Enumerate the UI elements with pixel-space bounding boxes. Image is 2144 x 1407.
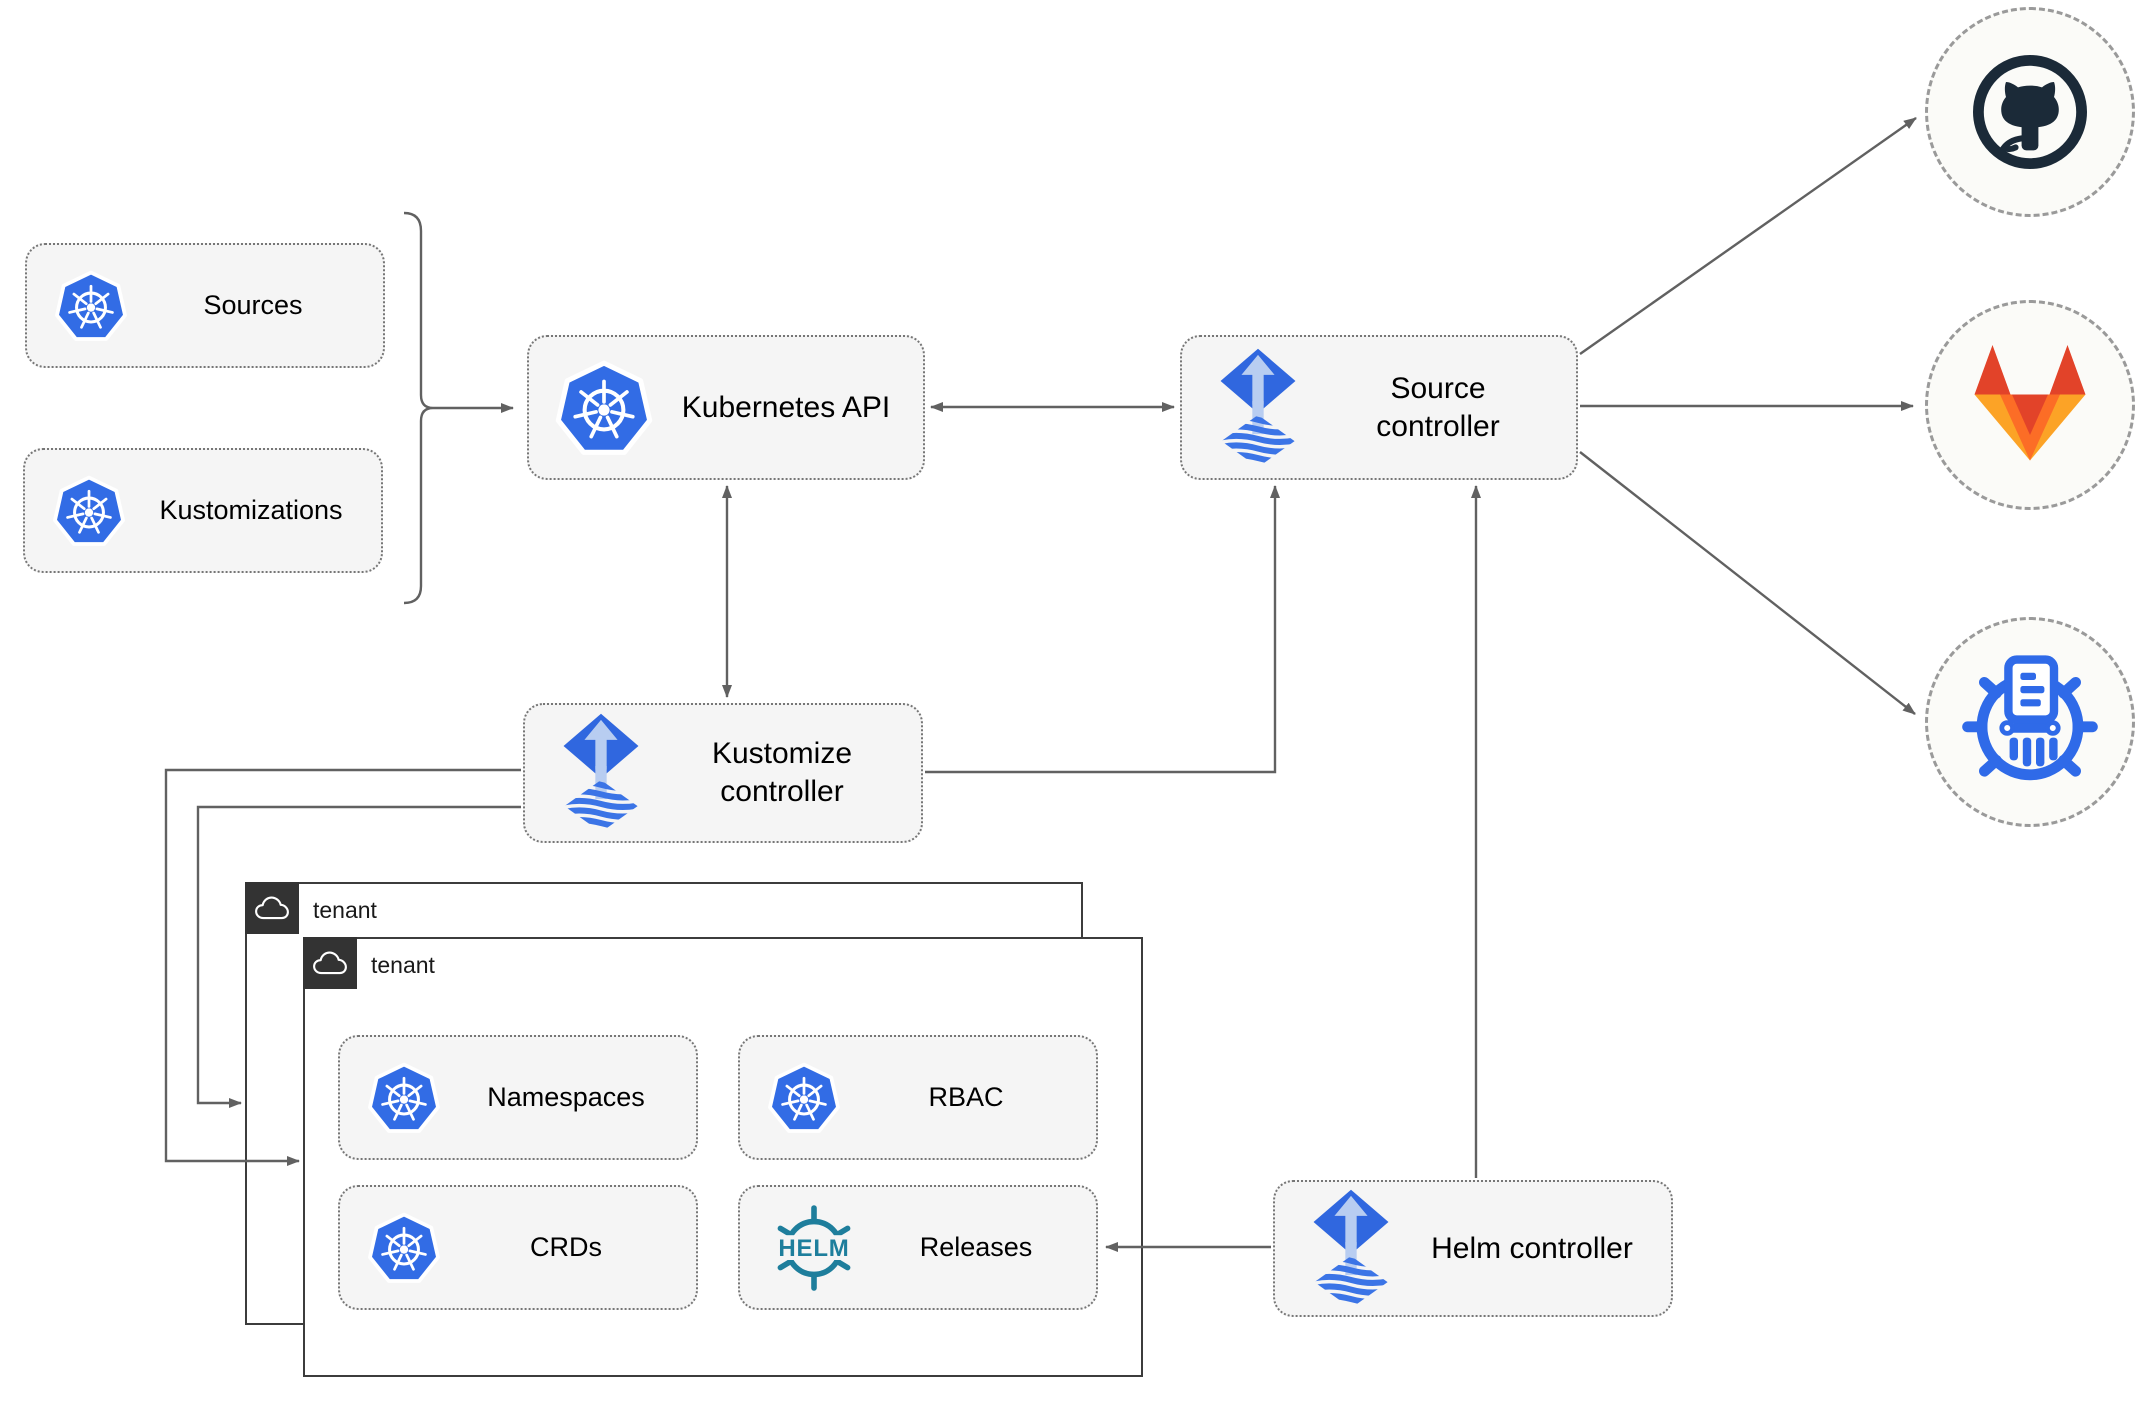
kubernetes-api-box: Kubernetes API <box>527 335 925 480</box>
kubernetes-icon <box>51 473 127 549</box>
node-label: Kubernetes API <box>681 390 891 424</box>
node-label: CRDs <box>530 1232 602 1262</box>
kustomize-controller-box: Kustomize controller <box>523 703 923 843</box>
source-controller-box: Source controller <box>1180 335 1578 480</box>
node-label: Sources <box>203 290 303 320</box>
sources-box: Sources <box>25 243 385 368</box>
kubernetes-icon <box>366 1060 442 1136</box>
rbac-box: RBAC <box>738 1035 1098 1160</box>
edge-source-controller-to-helm-repository <box>1579 451 1916 715</box>
kubernetes-icon <box>553 357 655 459</box>
node-label: Helm controller <box>1431 1231 1633 1265</box>
flux-icon <box>553 712 649 834</box>
gitlab-endpoint <box>1925 300 2135 510</box>
node-label: RBAC <box>928 1082 1004 1112</box>
node-label: Releases <box>919 1232 1033 1262</box>
cloud-icon <box>254 893 290 923</box>
github-octocat-icon <box>1973 55 2087 169</box>
cloud-badge <box>303 937 357 989</box>
helm-controller-box: Helm controller <box>1273 1180 1673 1317</box>
node-label: Namespaces <box>487 1082 645 1112</box>
crds-box: CRDs <box>338 1185 698 1310</box>
helm-repository-endpoint <box>1925 617 2135 827</box>
gitlab-tanuki-icon <box>1974 345 2086 461</box>
helm-logo-text: HELM <box>778 1235 849 1262</box>
grouping-bracket <box>403 211 434 605</box>
kustomizations-box: Kustomizations <box>23 448 383 573</box>
cloud-icon <box>312 948 348 978</box>
releases-box: HELM Releases <box>738 1185 1098 1310</box>
flux-icon <box>1210 347 1306 469</box>
cloud-badge <box>245 882 299 934</box>
node-label: Source controller <box>1376 371 1500 443</box>
kubernetes-icon <box>53 268 129 344</box>
node-label: Kustomizations <box>159 495 343 525</box>
tenant-label: tenant <box>371 952 435 978</box>
kubernetes-icon <box>366 1210 442 1286</box>
helm-icon: HELM <box>774 1204 854 1291</box>
edge-source-controller-to-github <box>1579 117 1917 355</box>
chartmuseum-icon <box>1962 655 2098 781</box>
kubernetes-icon <box>766 1060 842 1136</box>
github-endpoint <box>1925 7 2135 217</box>
flux-icon <box>1303 1188 1399 1310</box>
namespaces-box: Namespaces <box>338 1035 698 1160</box>
tenant-label: tenant <box>313 897 377 923</box>
node-label: Kustomize controller <box>711 737 853 808</box>
edge-kustomize-controller-to-source-controller <box>925 485 1280 774</box>
